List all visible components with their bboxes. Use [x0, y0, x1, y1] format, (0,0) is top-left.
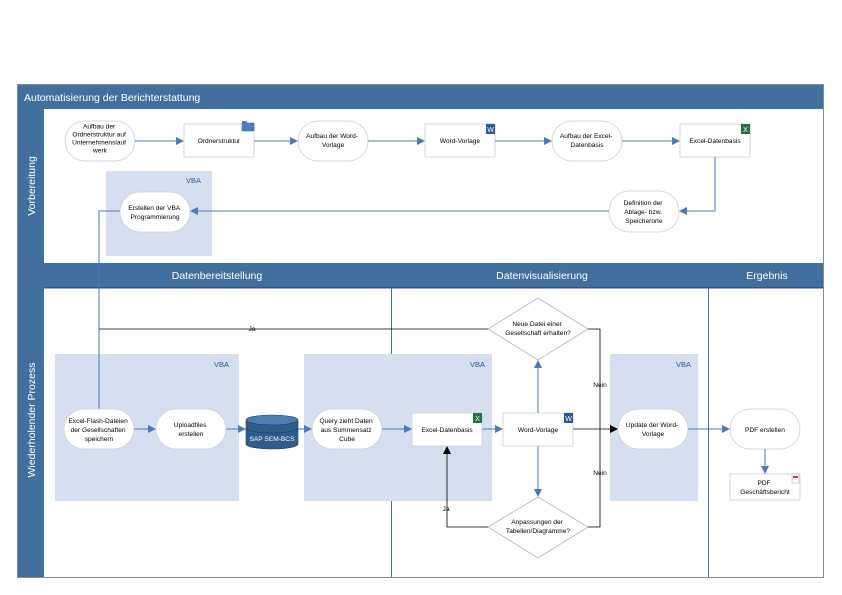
node-pdf-geschaeftsbericht: [729, 473, 801, 501]
node-uploadfiles: [155, 408, 227, 450]
node-d1-line-1: Neue Datei einer: [512, 321, 562, 328]
lane-label-process: Wiederholender Prozess: [26, 363, 38, 478]
vba-label-update: VBA: [676, 360, 691, 369]
node-p6-line-1: Word-Vorlage: [518, 427, 559, 434]
pdf-icon: [791, 473, 800, 484]
node-p1-line-3: speichern: [85, 436, 114, 443]
node-p4-line-3: Cube: [339, 436, 355, 443]
edge-label-ja-top: Ja: [249, 326, 256, 333]
decision-anpassungen: [487, 496, 589, 559]
svg-text:Aufbau der Excel- Datenbas: Aufbau der Excel- Datenbasis: [560, 133, 614, 149]
svg-text:PDF Geschäftsbericht: PDF Geschäftsbericht: [740, 480, 790, 496]
database-icon: [245, 414, 299, 450]
node-p1-line-2: der Gesellschaften: [71, 427, 126, 434]
node-p2-line-1: Uploadfiles: [174, 422, 207, 429]
lane-header-prep: [18, 109, 44, 263]
node-n5-line-1: Aufbau der Excel-: [560, 133, 612, 140]
phase-label-data: Datenbereitstellung: [172, 270, 263, 282]
node-p4-line-2: aus Summensatz: [321, 427, 372, 434]
node-n7-line-1: Definition der: [624, 200, 664, 207]
node-p7-line-1: Update der Word-: [626, 422, 678, 429]
decision-connectors: [99, 328, 618, 528]
node-n1-line-3: Unternehmenslauf: [72, 140, 126, 147]
phase-label-result: Ergebnis: [746, 270, 787, 282]
phase-label-vis: Datenvisualisierung: [496, 270, 588, 282]
node-p1-line-1: Excel-Flash-Dateien: [68, 418, 128, 425]
node-n2-line-1: Ordnerstruktur: [198, 138, 241, 145]
svg-text:X: X: [475, 416, 480, 423]
node-n1-line-1: Aufbau der: [83, 124, 116, 131]
title-bar: [18, 85, 823, 109]
lane-label-prep: Vorbereitung: [26, 156, 38, 216]
folder-icon: [241, 121, 255, 132]
node-d2-line-1: Anpassungen der: [511, 519, 563, 526]
svg-text:Definition der Ablage- bzw: Definition der Ablage- bzw. Speicherorte: [624, 200, 665, 225]
svg-text:W: W: [487, 127, 494, 134]
edge-label-nein-top: Nein: [593, 382, 607, 389]
node-aufbau-excel-datenbasis: [551, 120, 623, 162]
svg-text:W: W: [565, 416, 572, 423]
phase-separator-line: [44, 287, 823, 289]
node-p9-line-1: PDF: [757, 480, 770, 487]
node-d2-line-2: Tabellen/Diagramme?: [506, 528, 570, 535]
word-icon: W: [564, 413, 573, 423]
node-word-vorlage-process: [502, 412, 574, 447]
node-n4-line-1: Word-Vorlage: [440, 138, 481, 145]
svg-text:X: X: [743, 127, 748, 134]
node-n7-line-3: Speicherorte: [625, 218, 663, 225]
vba-label-upload: VBA: [214, 360, 229, 369]
excel-icon: X: [473, 413, 482, 423]
node-n1-line-2: Ordnerstruktur auf: [72, 132, 126, 139]
svg-text:Aufbau der Ordnerstruktur: Aufbau der Ordnerstruktur auf Unternehme…: [72, 124, 128, 155]
word-icon: W: [486, 124, 495, 134]
node-n1-line-4: werk: [92, 148, 108, 155]
svg-text:Anpassungen der Tabellen/D: Anpassungen der Tabellen/Diagramme?: [506, 519, 570, 535]
node-sap-sem-bcs: SAP SEM-BCS: [250, 436, 296, 443]
node-p2-line-2: erstellen: [179, 431, 204, 438]
node-aufbau-word-vorlage: [297, 120, 369, 162]
svg-text:Uploadfiles erstellen: Uploadfiles erstellen: [174, 422, 208, 438]
process-lane-arrows: [134, 360, 769, 497]
svg-text:Excel-Flash-Dateien der Ge: Excel-Flash-Dateien der Gesellschaften s…: [68, 418, 129, 443]
svg-text:Erstellen der VBA Programm: Erstellen der VBA Programmierung: [128, 205, 182, 221]
node-update-word-vorlage: [617, 408, 689, 450]
svg-text:Update der Word- Vorlage: Update der Word- Vorlage: [626, 422, 680, 438]
node-n6-line-1: Excel-Datenbasis: [689, 138, 741, 145]
edge-label-ja-bottom: Ja: [443, 506, 450, 513]
svg-text:Query zieht Daten aus Summ: Query zieht Daten aus Summensatz Cube: [320, 418, 375, 443]
node-p8-line-1: PDF erstellen: [745, 427, 785, 434]
excel-icon: X: [741, 124, 750, 134]
node-n8-line-2: Programmierung: [130, 214, 179, 221]
node-n3-line-1: Aufbau der Word-: [306, 133, 358, 140]
phase-bar: [44, 263, 823, 287]
svg-text:Neue Datei einer Gesellsch: Neue Datei einer Gesellschaft erhalten?: [505, 321, 571, 337]
node-n3-line-2: Vorlage: [322, 142, 345, 149]
prep-lane-arrows: [95, 137, 716, 429]
svg-text:Aufbau der Word- Vorlage: Aufbau der Word- Vorlage: [306, 133, 360, 149]
node-n7-line-2: Ablage- bzw.: [624, 209, 662, 216]
node-p9-line-2: Geschäftsbericht: [740, 489, 790, 496]
node-n8-line-1: Erstellen der VBA: [128, 205, 181, 212]
node-p5-line-1: Excel-Datenbasis: [421, 427, 473, 434]
vba-label-query: VBA: [470, 360, 485, 369]
vba-label-prep: VBA: [186, 176, 201, 185]
node-n5-line-2: Datenbasis: [571, 142, 605, 149]
node-excel-datenbasis-prep: [679, 123, 751, 158]
node-erstellen-vba: [119, 191, 191, 233]
diagram-frame: [17, 84, 824, 578]
node-p7-line-2: Vorlage: [642, 431, 665, 438]
node-d1-line-2: Gesellschaft erhalten?: [505, 330, 571, 337]
diagram-title: Automatisierung der Berichterstattung: [24, 92, 200, 104]
lane-header-process: [18, 263, 44, 577]
edge-label-nein-bottom: Nein: [593, 470, 607, 477]
node-p4-line-1: Query zieht Daten: [320, 418, 373, 425]
